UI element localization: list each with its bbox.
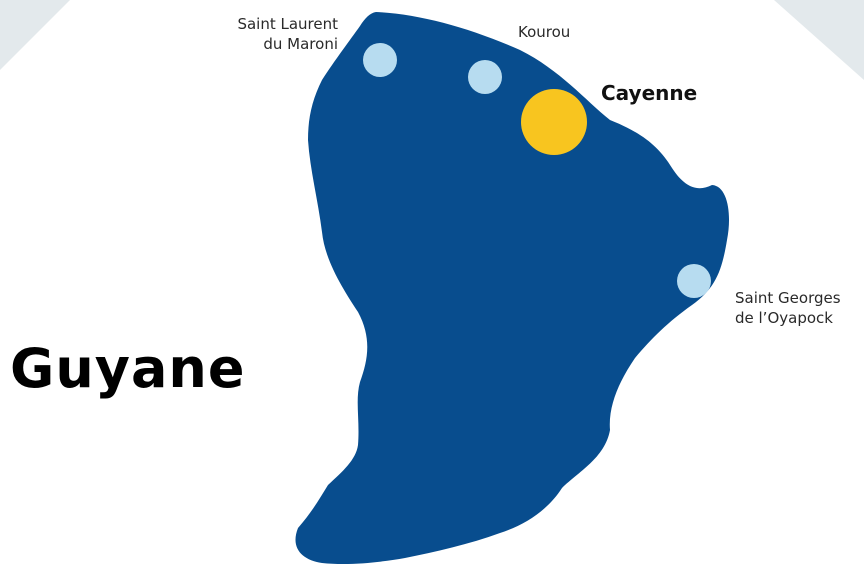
city-label-cayenne: Cayenne [601,83,697,103]
city-marker-saint-laurent[interactable] [363,43,397,77]
city-label-kourou: Kourou [518,22,570,42]
city-label-saint-georges: Saint Georges de l’Oyapock [735,288,841,328]
city-label-line: Saint Laurent [237,15,338,33]
region-title: Guyane [10,337,246,400]
city-label-saint-laurent: Saint Laurent du Maroni [190,14,338,54]
city-label-line: Saint Georges [735,289,841,307]
city-marker-saint-georges[interactable] [677,264,711,298]
city-marker-kourou[interactable] [468,60,502,94]
guyane-territory-shape [295,12,730,565]
city-label-line: Cayenne [601,81,698,105]
city-label-line: de l’Oyapock [735,309,833,327]
city-label-line: Kourou [518,23,571,41]
city-label-line: du Maroni [263,35,338,53]
city-marker-cayenne[interactable] [521,89,587,155]
